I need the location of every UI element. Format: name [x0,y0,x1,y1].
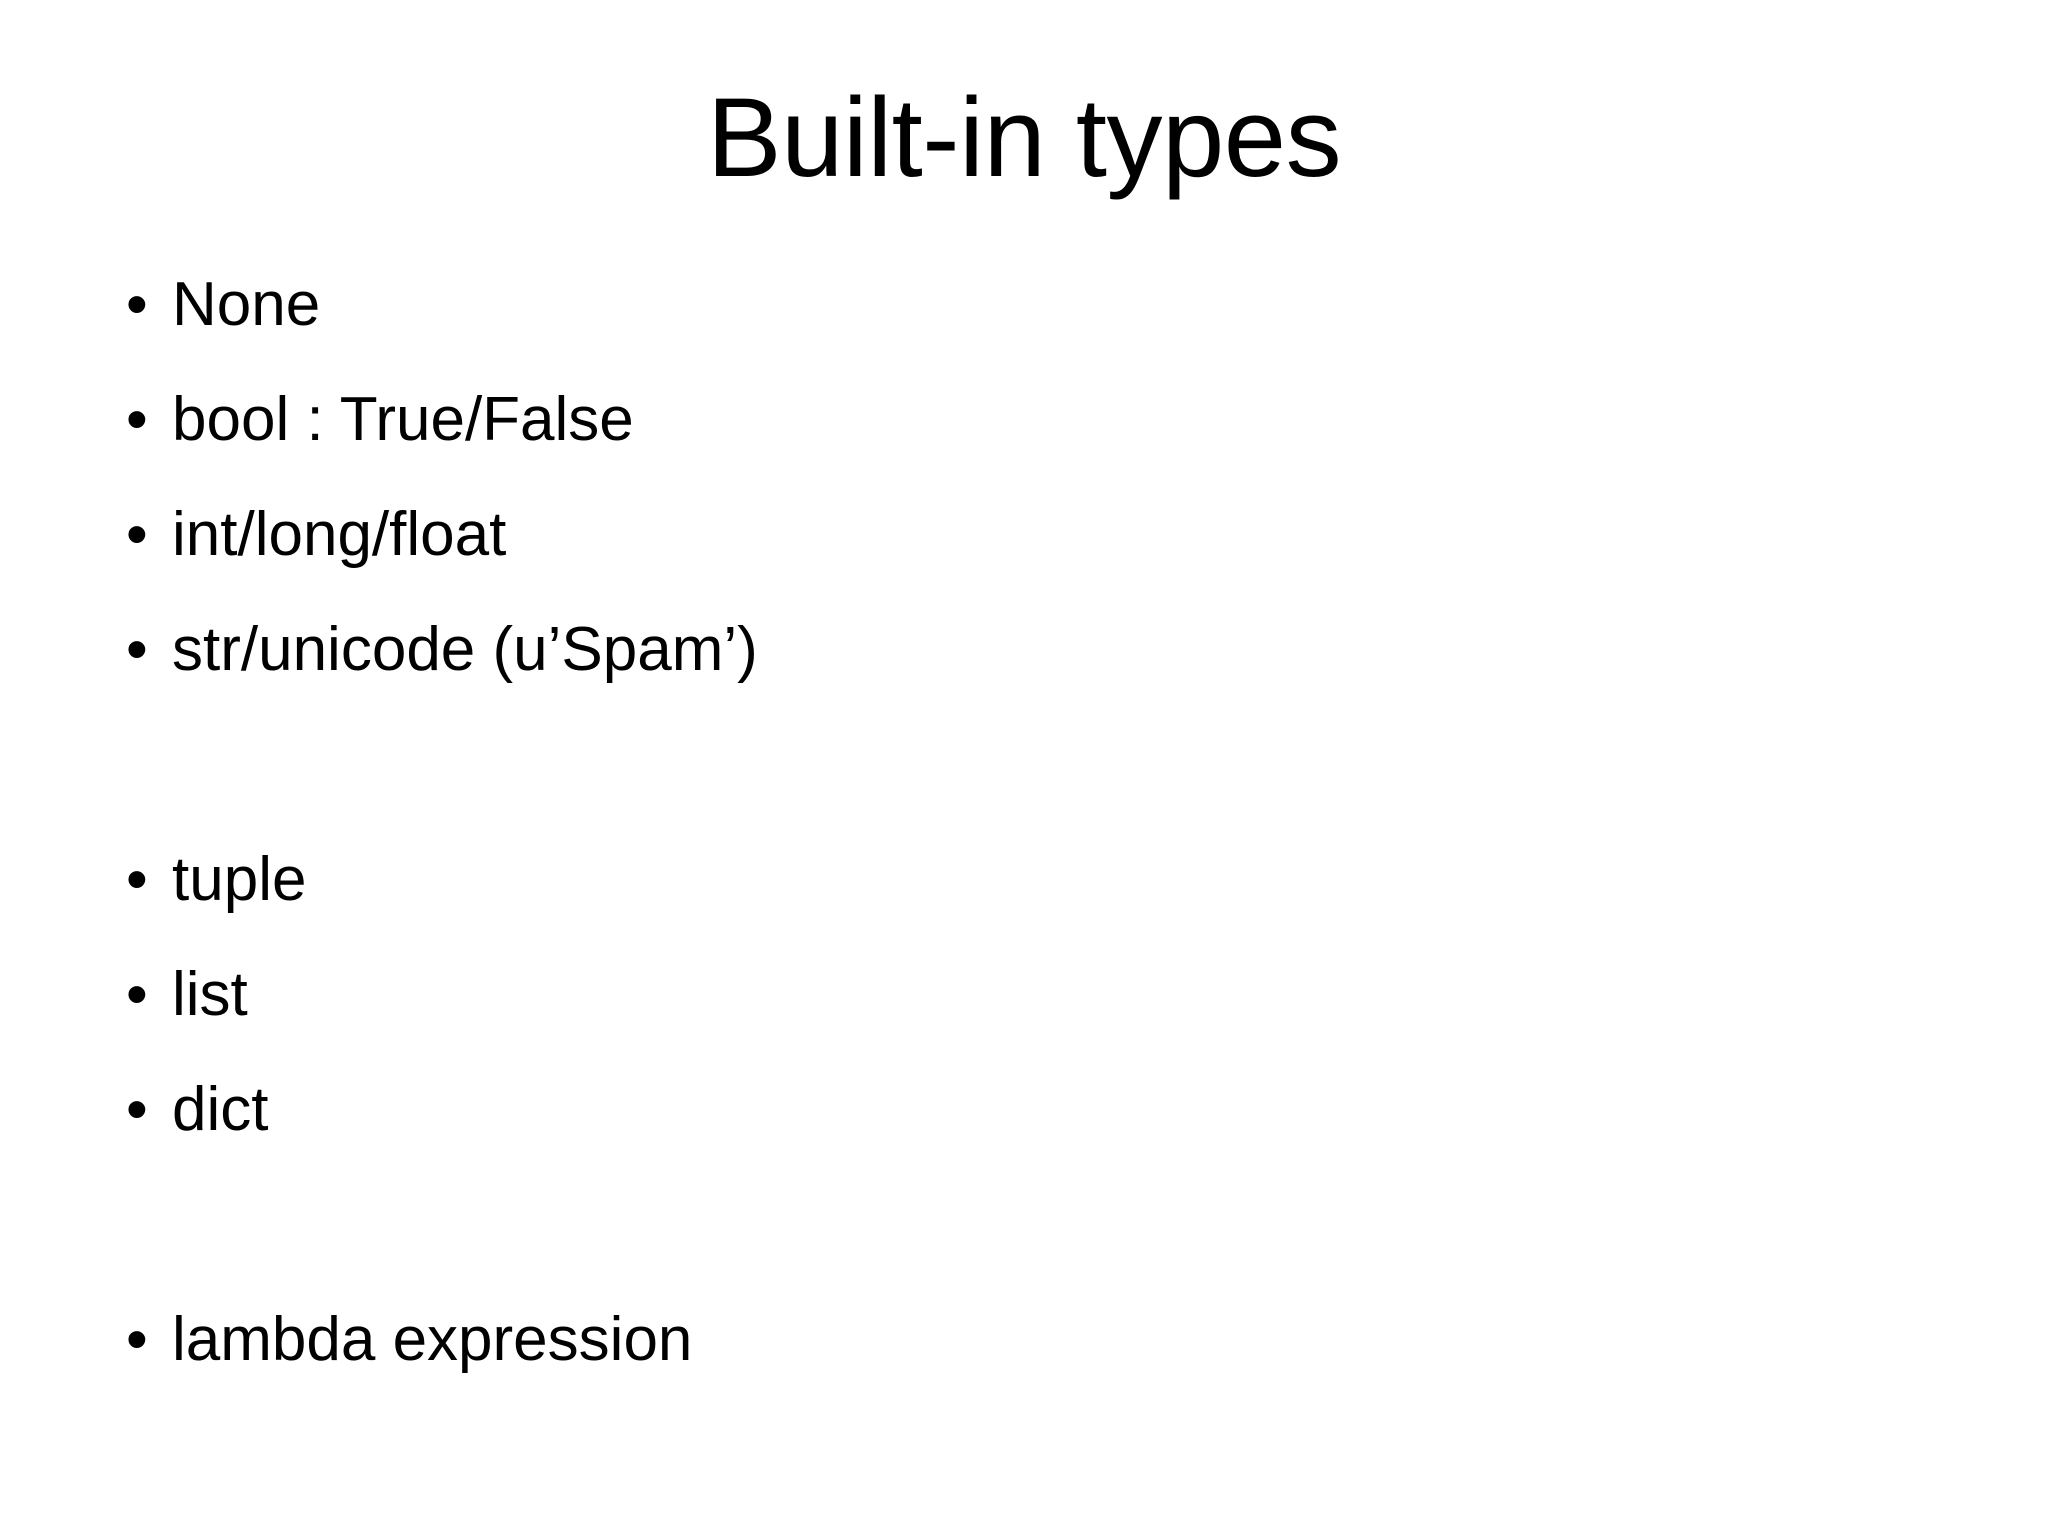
bullet-point-icon: • [126,845,148,914]
bullet-point-icon: • [126,615,148,684]
list-item[interactable]: • dict [112,1067,1932,1182]
bullet-spacer: • [112,1182,1932,1297]
bullet-point-icon: • [126,500,148,569]
bullet-point-icon: • [126,385,148,454]
bullet-point-icon: • [126,270,148,339]
list-item[interactable]: • tuple [112,837,1932,952]
list-item[interactable]: • None [112,262,1932,377]
page-title: Built-in types [706,75,1342,200]
bullet-point-icon: • [126,1075,148,1144]
list-item-label: bool : True/False [172,385,634,454]
list-item-label: str/unicode (u’Spam’) [172,615,758,684]
list-item-label: lambda expression [172,1305,693,1374]
bullet-spacer: • [112,722,1932,837]
list-item-label: list [172,960,248,1029]
list-item-label: tuple [172,845,307,914]
list-item[interactable]: • list [112,952,1932,1067]
list-item-label: None [172,270,321,339]
list-item-label: int/long/float [172,500,507,569]
list-item[interactable]: • int/long/float [112,492,1932,607]
bullet-list: • None • bool : True/False • int/long/float • s… [112,262,1932,1412]
list-item[interactable]: • lambda expression [112,1297,1932,1412]
bullet-point-icon: • [126,960,148,1029]
list-item-label: dict [172,1075,269,1144]
bullet-point-icon: • [126,1305,148,1374]
list-item[interactable]: • str/unicode (u’Spam’) [112,607,1932,722]
list-item[interactable]: • bool : True/False [112,377,1932,492]
